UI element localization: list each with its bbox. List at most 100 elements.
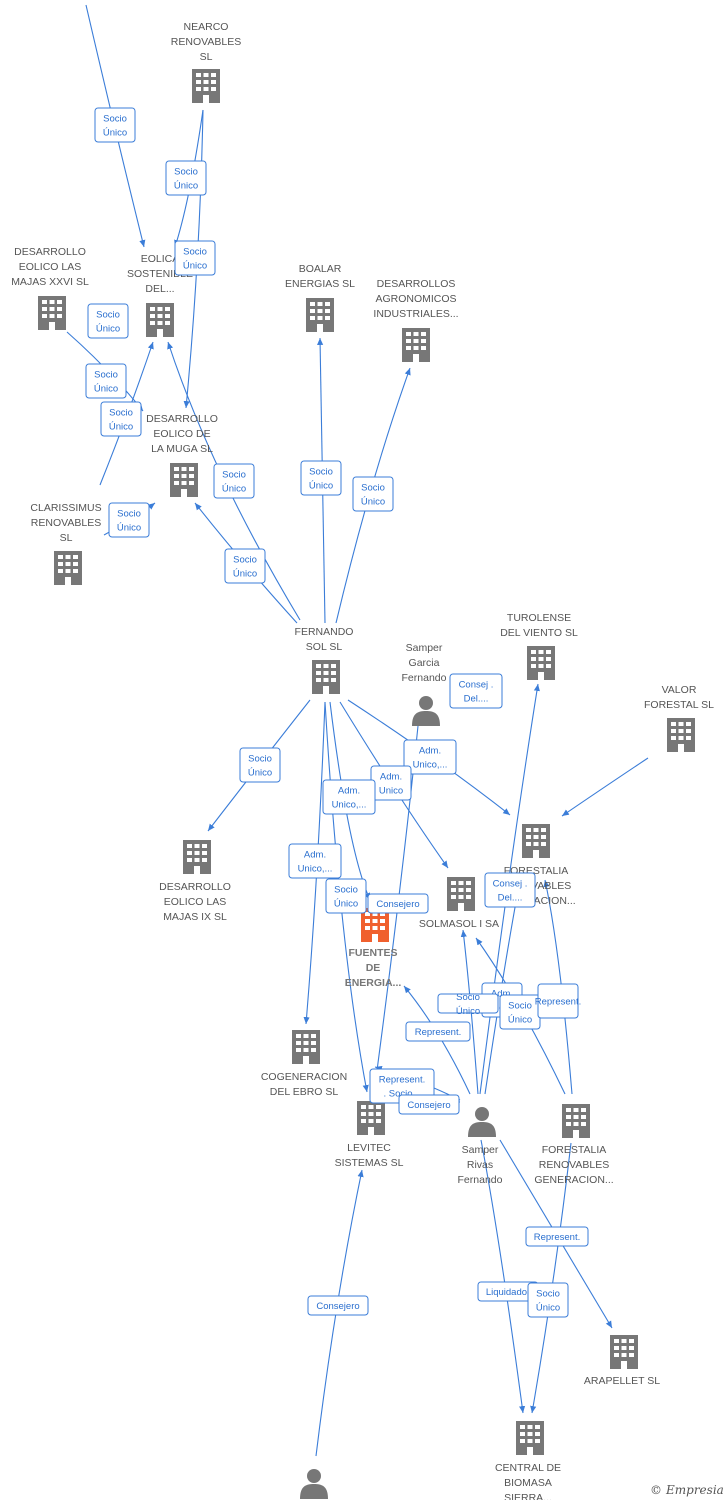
edge-label-text: Socio — [94, 370, 118, 381]
node-label: SL — [60, 532, 73, 544]
edge-label-text: Socio — [536, 1289, 560, 1300]
node-label: Samper — [406, 642, 443, 654]
edge-label[interactable]: Represent. — [535, 983, 581, 1019]
node-label: INDUSTRIALES... — [373, 308, 458, 320]
edge-label-text: Único — [94, 384, 118, 395]
edge-label-box — [352, 476, 394, 512]
edge-label-box — [307, 1295, 369, 1316]
edge-label-text: Unico,... — [332, 800, 367, 811]
edge-label-box — [174, 240, 216, 276]
edge-label-text: Consejero — [316, 1301, 359, 1312]
edge-line — [480, 1139, 526, 1414]
edge-label-text: Socio — [334, 885, 358, 896]
edge-label-box — [94, 107, 136, 143]
edge-label-text: Único — [334, 899, 358, 910]
node-label: Samper — [462, 1144, 499, 1156]
building-icon — [183, 840, 211, 874]
edge-label[interactable]: Consejero — [398, 1094, 460, 1115]
edge-label-text: Único — [233, 569, 257, 580]
building-icon — [170, 463, 198, 497]
node-label: SOLMASOL I SA — [419, 918, 499, 930]
edge-label[interactable]: Consejero — [367, 893, 429, 914]
edge-label-box — [85, 363, 127, 399]
node-label: DESARROLLO — [14, 246, 86, 258]
edge-label[interactable]: Adm.Unico — [370, 765, 412, 801]
node-arapellet[interactable]: ARAPELLET SL — [584, 1335, 660, 1387]
person-icon — [468, 1107, 496, 1137]
nodes-layer: NEARCORENOVABLESSLEOLICASOSTENIBLEDEL...… — [11, 21, 714, 1500]
edge-label-box — [525, 1226, 589, 1247]
edge-label-box — [537, 983, 579, 1019]
edge-label[interactable]: Adm.Unico,... — [322, 779, 376, 815]
node-label: MAJAS XXVI SL — [11, 276, 89, 288]
building-icon — [54, 551, 82, 585]
edge-label[interactable]: Represent. — [405, 1021, 471, 1042]
edge-label[interactable]: Consej . Del.... — [449, 673, 503, 709]
person-icon — [412, 696, 440, 726]
edge-label-text: Socio — [233, 555, 257, 566]
edge-label-text: Único — [117, 523, 141, 534]
node-biomasa[interactable]: CENTRAL DEBIOMASASIERRA... — [495, 1421, 561, 1500]
edge-label-box — [213, 463, 255, 499]
node-label: DEL VIENTO SL — [500, 627, 578, 639]
edge-label[interactable]: Consejero — [307, 1295, 369, 1316]
node-label: Rivas — [467, 1159, 493, 1171]
node-label: RENOVABLES — [171, 36, 241, 48]
edge-label[interactable]: Adm.Unico,... — [288, 843, 342, 879]
building-icon — [516, 1421, 544, 1455]
node-bottomperson[interactable] — [300, 1469, 328, 1499]
node-agronomicos[interactable]: DESARROLLOSAGRONOMICOSINDUSTRIALES... — [373, 278, 459, 362]
edge-label-text: Socio — [174, 167, 198, 178]
edge-label-box — [527, 1282, 569, 1318]
edge-label[interactable]: Represent. — [525, 1226, 589, 1247]
edge-label-text: Consej . — [459, 680, 494, 691]
node-label: COGENERACION — [261, 1071, 347, 1083]
edge-label-box — [484, 872, 536, 908]
footer-logo[interactable]: © Empresia — [650, 1483, 724, 1497]
edge-label-box — [367, 893, 429, 914]
node-label: Garcia — [409, 657, 440, 669]
edge-label[interactable]: Consej .Del.... — [484, 872, 536, 908]
edge-label-text: Unico,... — [413, 760, 448, 771]
node-label: FUENTES — [348, 947, 397, 959]
node-fuentes[interactable]: FUENTESDEENERGIA... — [345, 908, 402, 989]
edge-label-text: Socio — [248, 754, 272, 765]
node-label: BOALAR — [299, 263, 342, 275]
edge-label-text: Único — [109, 422, 133, 433]
node-forestalia2[interactable]: FORESTALIARENOVABLESGENERACION... — [534, 1104, 614, 1186]
edge-label[interactable]: Adm.Unico,... — [403, 739, 457, 775]
edge-label-text: Único — [248, 768, 272, 779]
node-majas26[interactable]: DESARROLLO EOLICO LAS MAJAS XXVI SL — [11, 246, 89, 330]
node-label: DE — [366, 962, 381, 974]
node-label: EOLICO LAS — [19, 261, 81, 273]
edge-label-text: Del.... — [464, 694, 489, 705]
node-solmasol[interactable]: SOLMASOL I SA — [419, 877, 499, 930]
